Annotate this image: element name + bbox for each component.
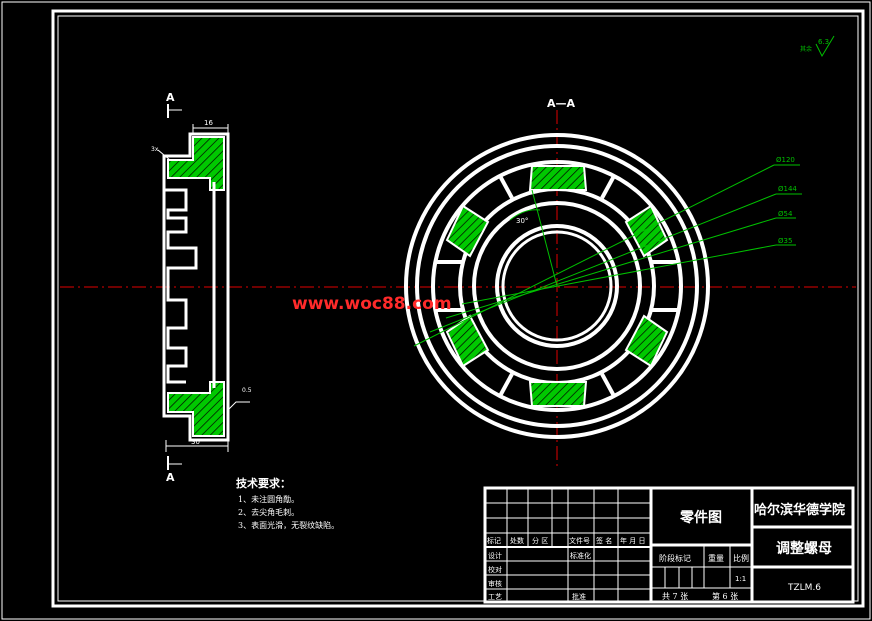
dim-dia-1: Ø120 [776, 156, 795, 164]
dim-dia-2: Ø144 [778, 185, 797, 193]
hatch-region-top [167, 136, 225, 191]
tb-weight: 重量 [708, 553, 724, 563]
dim-chamfer-top: 3x [151, 146, 159, 153]
lug-ring-outer [431, 160, 683, 412]
tb-sign-review: 审核 [488, 579, 502, 588]
tb-rev-header-3: 文件号 [569, 536, 590, 545]
watermark: www.woc88.com [292, 294, 452, 314]
dim-dia-3: Ø54 [778, 210, 793, 218]
title-block-text: 标记 处数 分 区 文件号 签 名 年 月 日 设计 校对 审核 工艺 标准化 … [487, 502, 845, 601]
tb-rev-header-2: 分 区 [532, 536, 548, 545]
hatch-region-bottom [167, 381, 225, 437]
tb-drawing-type: 零件图 [679, 509, 722, 526]
tb-part-name: 调整螺母 [776, 540, 832, 557]
tb-rev-header-1: 处数 [510, 536, 524, 545]
lug-bottom [528, 381, 588, 407]
lug-top [528, 165, 588, 191]
tb-scale-value: 1:1 [735, 575, 746, 583]
dim-chamfer-bottom: 0.5 [242, 387, 252, 394]
lug-bottom-right [624, 314, 669, 368]
outer-ring-1 [404, 133, 710, 439]
dim-width-bottom: 30 [191, 438, 200, 446]
tb-rev-header-4: 签 名 [596, 536, 612, 545]
roughness-symbol: 其余 6.3 [800, 35, 835, 58]
tb-scale: 比例 [733, 553, 749, 563]
section-label-top: A [166, 91, 175, 104]
tb-institution: 哈尔滨华德学院 [754, 502, 845, 518]
tb-rev-header-5: 年 月 日 [620, 536, 645, 545]
tb-approve: 批准 [572, 592, 586, 601]
lug-top-right [624, 204, 669, 258]
thread-teeth [164, 188, 198, 384]
roughness-label: 其余 [800, 45, 812, 53]
outer-ring-2 [415, 144, 699, 428]
tb-sign-design: 设计 [488, 551, 502, 560]
title-block [483, 486, 855, 604]
bore-outer [495, 224, 619, 348]
tech-requirements: 技术要求： 1、未注圆角勪。 2、去尖角毛刺。 3、表面光滑，无裂纹缺陷。 [236, 476, 339, 530]
dim-dia-4: Ø35 [778, 237, 792, 245]
side-section-view: 16 30 3x 0.5 A A [151, 91, 252, 484]
tb-rev-header-0: 标记 [487, 536, 501, 545]
part-outline [162, 132, 230, 442]
tb-sign-check: 校对 [488, 565, 502, 574]
section-label-bottom: A [166, 471, 175, 484]
tb-stage-mark: 阶段标记 [659, 553, 691, 563]
bore-inner [501, 230, 613, 342]
tb-sheet-no: 第 6 张 [712, 591, 738, 601]
tb-sheets-total: 共 7 张 [662, 592, 688, 601]
inner-frame-line [57, 15, 859, 602]
tb-standardization: 标准化 [570, 551, 591, 560]
section-label-aa: A—A [547, 97, 576, 110]
tech-item-1: 1、未注圆角勪。 [238, 494, 299, 504]
tb-sign-process: 工艺 [488, 593, 502, 601]
inner-ring-1 [472, 201, 642, 371]
dim-angle: 30° [516, 217, 528, 225]
tb-drawing-number: TZLM.6 [787, 583, 821, 593]
tech-title: 技术要求： [236, 476, 291, 490]
front-view: A—A 30° [404, 97, 802, 439]
roughness-value: 6.3 [818, 38, 829, 46]
tech-item-3: 3、表面光滑，无裂纹缺陷。 [238, 520, 339, 530]
tech-item-2: 2、去尖角毛刺。 [238, 507, 299, 517]
dim-width-top: 16 [204, 119, 213, 127]
inner-frame [51, 9, 865, 608]
lug-top-left [445, 204, 490, 258]
